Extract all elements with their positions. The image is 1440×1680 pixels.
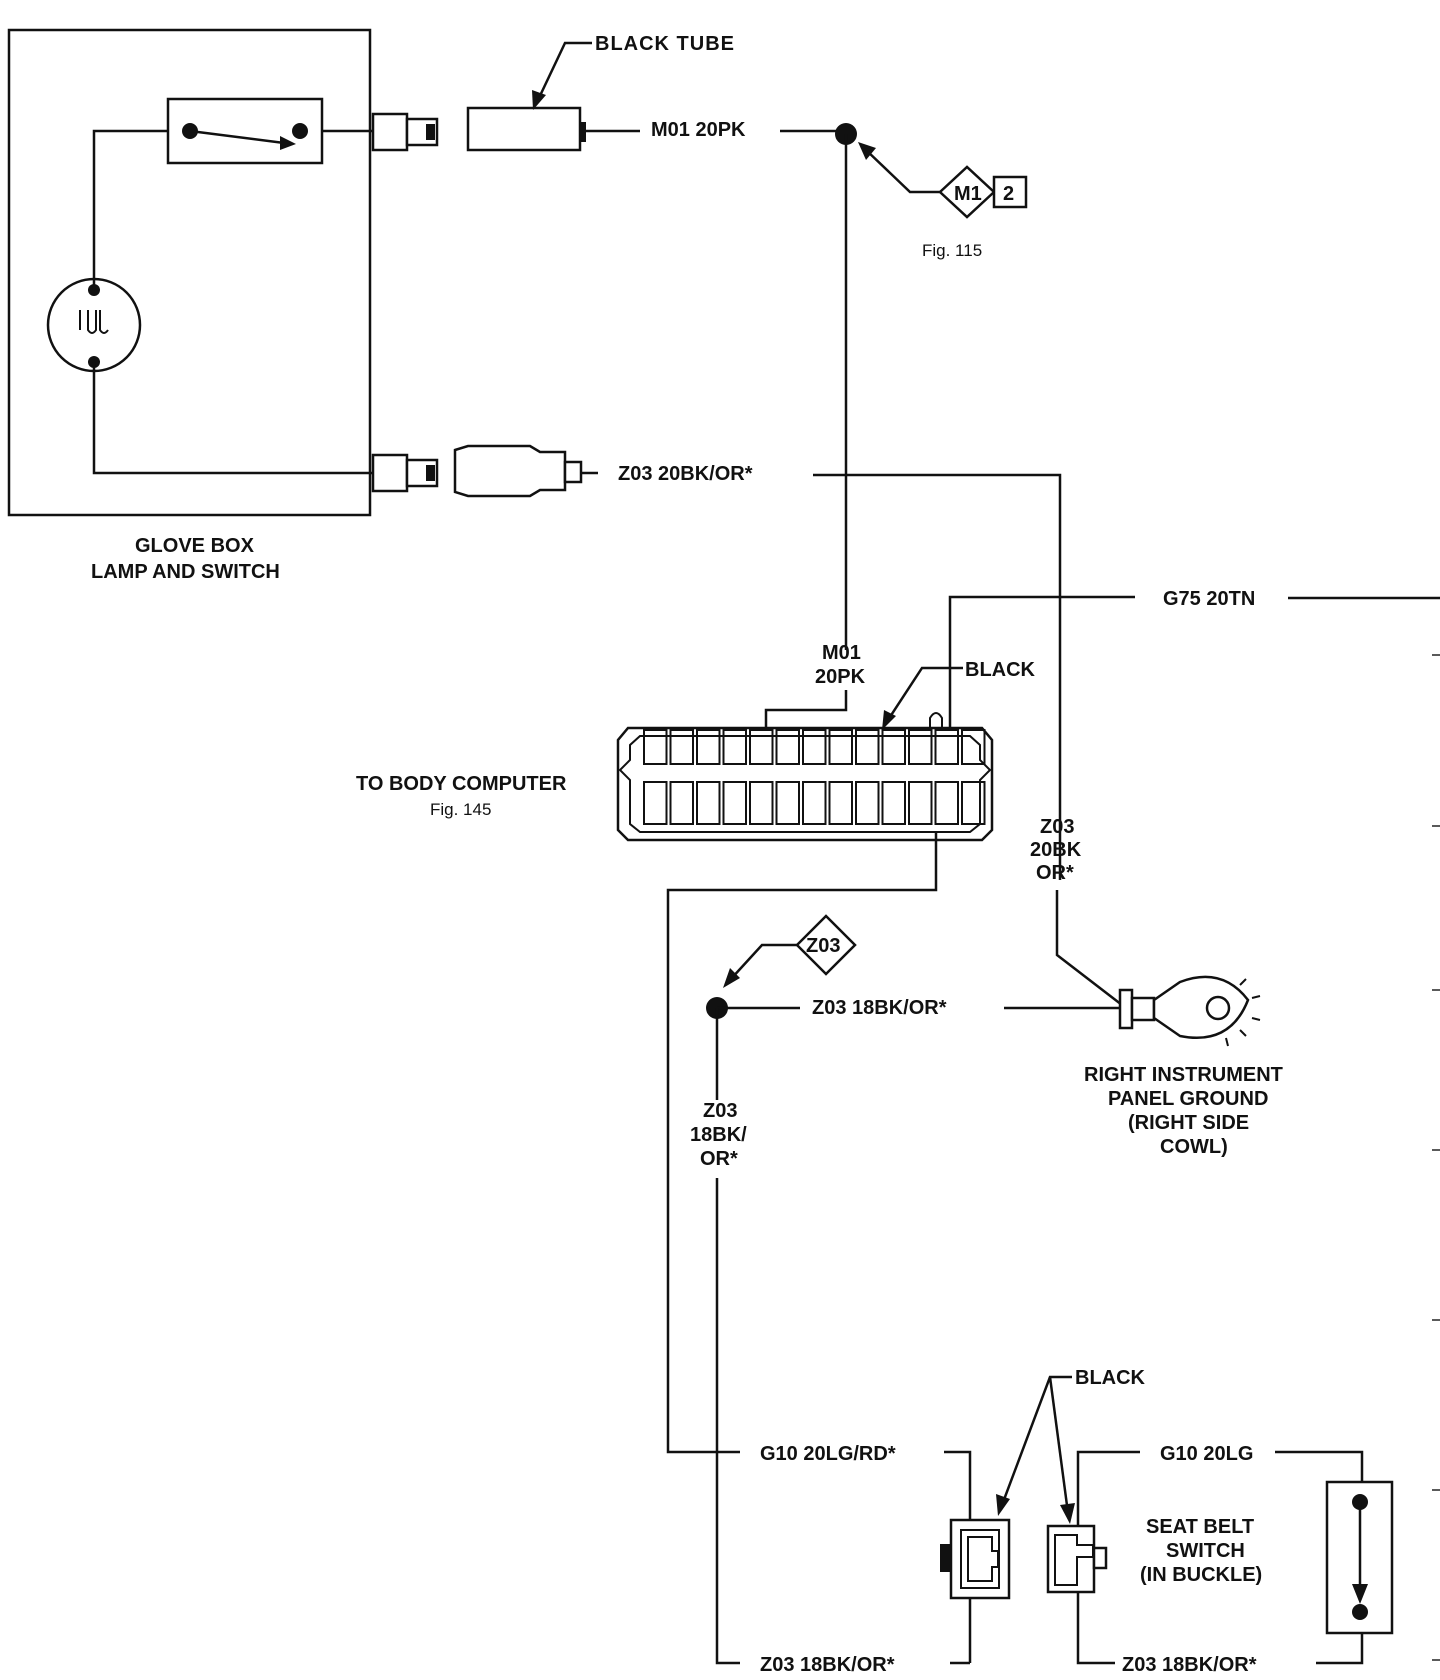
connector-pin: [643, 729, 668, 765]
body-computer-connector: [616, 712, 994, 842]
svg-text:2: 2: [1003, 183, 1014, 205]
ground-label-4: COWL): [1160, 1136, 1228, 1158]
wire-z03b-vertical-label-3: OR*: [700, 1148, 738, 1170]
wire-g10-lg-label: G10 20LG: [1160, 1443, 1253, 1465]
z03-connector-ref: Z03: [795, 914, 857, 976]
seatbelt-label-2: SWITCH: [1166, 1540, 1245, 1562]
wire-g75-label: G75 20TN: [1163, 588, 1255, 610]
black-label-seatbelt: BLACK: [1075, 1367, 1146, 1389]
connector-pin: [934, 729, 959, 765]
connector-pin: [749, 729, 774, 765]
svg-text:Z03: Z03: [806, 935, 840, 957]
wire-m01-vertical-label-1: M01: [822, 642, 861, 664]
wire-g10-lgrd-label: G10 20LG/RD*: [760, 1443, 896, 1465]
connector-pin: [696, 729, 721, 765]
connector-pin: [749, 781, 774, 825]
connector-pin: [802, 729, 827, 765]
black-tube-label: BLACK TUBE: [595, 33, 735, 55]
seatbelt-connector-right: [1046, 1524, 1108, 1594]
wire-z03-20bkor-label: Z03 20BK/OR*: [618, 463, 753, 485]
body-computer-label: TO BODY COMPUTER: [356, 773, 567, 795]
connector-pin: [669, 781, 694, 825]
connector-pin: [802, 781, 827, 825]
glove-box-lamp-switch: [7, 28, 378, 517]
connector-pin: [881, 729, 906, 765]
glove-box-label-2: LAMP AND SWITCH: [91, 561, 280, 583]
wire-z03-bottom-left-label: Z03 18BK/OR*: [760, 1654, 895, 1676]
seatbelt-connector-left: [940, 1518, 1011, 1663]
connector-pin: [934, 781, 959, 825]
wire-m01-vertical-label-2: 20PK: [815, 666, 866, 688]
fig-115-label: Fig. 115: [922, 241, 982, 260]
wire-z03-vertical-label-2: 20BK: [1030, 839, 1082, 861]
connector-pin: [855, 781, 880, 825]
connector-pin: [722, 781, 747, 825]
seatbelt-switch-icon: [1325, 1480, 1394, 1635]
connector-pins-top: [643, 729, 986, 765]
glove-box-label-1: GLOVE BOX: [135, 535, 255, 557]
ground-eyelet-icon: [1118, 975, 1261, 1047]
wire-z03-vertical-label-3: OR*: [1036, 862, 1074, 884]
connector-pin: [828, 729, 853, 765]
svg-text:M1: M1: [954, 183, 982, 205]
connector-pins-bottom: [643, 781, 986, 825]
wire-z03b-vertical-label-1: Z03: [703, 1100, 737, 1122]
ground-label-2: PANEL GROUND: [1108, 1088, 1268, 1110]
connector-pin: [775, 729, 800, 765]
connector-pin: [855, 729, 880, 765]
wire-z03-18bkor-label: Z03 18BK/OR*: [812, 997, 947, 1019]
connector-pin: [722, 729, 747, 765]
ground-label-1: RIGHT INSTRUMENT: [1084, 1064, 1283, 1086]
wire-z03-bottom-right-label: Z03 18BK/OR*: [1122, 1654, 1257, 1676]
black-label-computer: BLACK: [965, 659, 1036, 681]
seatbelt-label-3: (IN BUCKLE): [1140, 1564, 1262, 1586]
connector-pin: [881, 781, 906, 825]
connector-pin: [908, 729, 933, 765]
glove-box-connector-top: [371, 106, 640, 152]
wire-z03-vertical-label-1: Z03: [1040, 816, 1074, 838]
connector-pin: [961, 781, 986, 825]
connector-pin: [775, 781, 800, 825]
fig-145-label: Fig. 145: [430, 800, 491, 819]
connector-pin: [696, 781, 721, 825]
glove-box-connector-bottom: [371, 444, 598, 498]
connector-pin: [828, 781, 853, 825]
ground-label-3: (RIGHT SIDE: [1128, 1112, 1249, 1134]
connector-pin: [669, 729, 694, 765]
wire-z03b-vertical-label-2: 18BK/: [690, 1124, 747, 1146]
seatbelt-label-1: SEAT BELT: [1146, 1516, 1254, 1538]
edge-tick-marks: [1432, 654, 1440, 1661]
connector-pin: [961, 729, 986, 765]
wire-m01-label: M01 20PK: [651, 119, 746, 141]
connector-pin: [908, 781, 933, 825]
m1-connector-ref: M1 2: [938, 165, 1028, 219]
connector-pin: [643, 781, 668, 825]
